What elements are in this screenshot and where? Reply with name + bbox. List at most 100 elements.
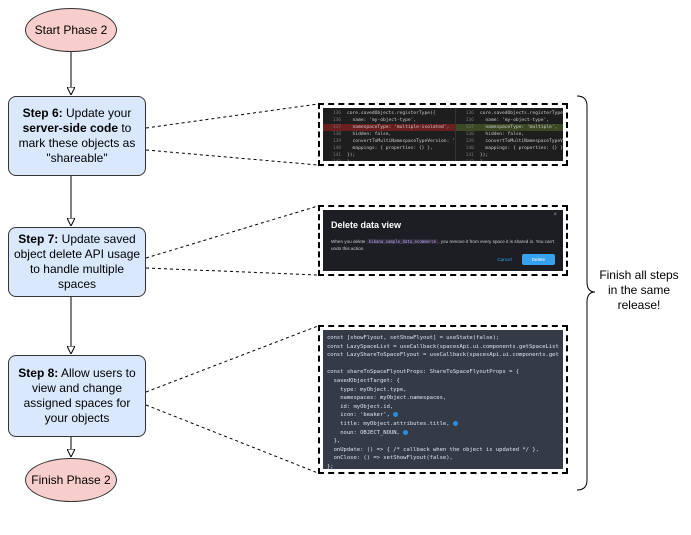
line-text: name: 'my-object-type', xyxy=(347,118,417,123)
line-text: namespaces: myObject.namespaces, xyxy=(327,395,447,402)
code-line: 136 name: 'my-object-type', xyxy=(323,117,455,124)
cancel-button: Cancel xyxy=(497,257,512,262)
line-text: savedObjectTarget: { xyxy=(327,377,400,384)
code-line: 141}); xyxy=(323,152,455,159)
line-text: const LazySpaceList = useCallback(spaces… xyxy=(327,343,559,350)
line-text: mappings: { properties: {} }, xyxy=(479,146,563,151)
line-number: 139 xyxy=(465,139,474,144)
callout-line xyxy=(145,267,319,276)
code-line: onClose: () => setShowFlyout(false), xyxy=(327,454,559,463)
delete-button: Delete xyxy=(521,254,555,265)
finish-node: Finish Phase 2 xyxy=(25,458,117,502)
start-node: Start Phase 2 xyxy=(25,8,117,52)
line-number: 136 xyxy=(465,111,474,116)
code-line: 136 name: 'my-object-type', xyxy=(456,117,563,124)
line-number: 140 xyxy=(465,146,474,151)
curly-brace xyxy=(576,95,596,491)
step-6-text-end: to mark these objects as "shareable" xyxy=(18,121,136,165)
line-text: id: myObject.id, xyxy=(327,403,394,410)
step-7-text: Update saved object delete API usage to … xyxy=(13,232,141,291)
code-line: }, xyxy=(327,437,559,446)
line-text: namespaceType: 'multiple-isolated', xyxy=(347,125,450,130)
dialog-title: Delete data view xyxy=(331,220,402,230)
code-line: onUpdate: () => { /* callback when the o… xyxy=(327,446,559,455)
callout-line xyxy=(145,205,319,259)
line-text: const LazyShareToSpaceFlyout = useCallba… xyxy=(327,352,559,359)
line-number: 136 xyxy=(332,111,341,116)
line-number: 136 xyxy=(465,118,474,123)
code-snippet-screenshot: const [showFlyout, setShowFlyout] = useS… xyxy=(318,325,568,474)
line-text: }; xyxy=(327,463,334,469)
line-number: 138 xyxy=(465,132,474,137)
code-line: 139 convertToMultiNamespaceTypeVersion: … xyxy=(323,138,455,145)
line-text: }); xyxy=(347,153,356,158)
step-7-box: Step 7: Update saved object delete API u… xyxy=(8,227,146,297)
line-text: core.savedObjects.registerType({ xyxy=(347,111,436,116)
callout-line xyxy=(145,404,319,474)
code-line: 142} xyxy=(456,159,563,161)
line-number: 141 xyxy=(332,153,341,158)
code-line: title: myObject.attributes.title, xyxy=(327,420,559,429)
line-number: 137 xyxy=(332,125,341,130)
code-line: }; xyxy=(327,463,559,469)
line-text: } xyxy=(347,159,350,161)
line-number: 141 xyxy=(465,153,474,158)
line-text: noun: OBJECT_NOUN, xyxy=(327,429,400,436)
line-text: const [showFlyout, setShowFlyout] = useS… xyxy=(327,335,500,341)
line-text: }, xyxy=(327,438,341,445)
line-text: } xyxy=(480,159,483,161)
line-text: hidden: false, xyxy=(479,132,525,137)
line-number: 138 xyxy=(332,132,341,137)
line-text: hidden: false, xyxy=(347,132,392,137)
code-line: 139 convertToMultiNamespaceTypeVersion: … xyxy=(456,138,563,145)
code-line: noun: OBJECT_NOUN, xyxy=(327,429,559,438)
code-line: 136 core.savedObjects.registerType({ xyxy=(323,110,455,117)
info-badge-icon xyxy=(393,412,399,418)
line-text: }); xyxy=(479,153,489,158)
code-line: savedObjectTarget: { xyxy=(327,377,559,386)
step-7-label: Step 7: xyxy=(18,232,59,246)
step-6-box: Step 6: Update your server-side code to … xyxy=(8,96,146,176)
line-number: 142 xyxy=(323,159,347,161)
line-number: 142 xyxy=(456,159,480,161)
code-line: 137 namespaceType: 'multiple-isolated', xyxy=(323,124,455,131)
dialog-body-pre: When you delete xyxy=(331,239,367,244)
line-text: namespaceType: 'multiple', xyxy=(479,125,558,130)
step-8-box: Step 8: Allow users to view and change a… xyxy=(8,355,146,437)
dialog-body-post: , you remove it from every space it is s… xyxy=(331,239,555,251)
code-line: 141}); xyxy=(456,152,563,159)
info-badge-icon xyxy=(403,429,409,435)
code-line: type: myObject.type, xyxy=(327,386,559,395)
step-8-text: Allow users to view and change assigned … xyxy=(23,366,136,425)
code-line: const LazyShareToSpaceFlyout = useCallba… xyxy=(327,351,559,360)
code-line: 137 namespaceType: 'multiple', xyxy=(455,124,563,131)
line-number: 137 xyxy=(465,125,474,130)
line-number: 136 xyxy=(332,118,341,123)
close-icon: × xyxy=(553,212,557,218)
code-line: const shareToSpaceFlyoutProps: ShareToSp… xyxy=(327,368,559,377)
code-line: const [showFlyout, setShowFlyout] = useS… xyxy=(327,334,559,343)
dialog-code: kibana_sample_data_ecommerce xyxy=(366,239,439,244)
step-8-label: Step 8: xyxy=(18,366,59,380)
code-line: 140 mappings: { properties: {} }, xyxy=(323,145,455,152)
dialog-body: When you delete kibana_sample_data_ecomm… xyxy=(331,238,555,252)
release-note: Finish all steps in the same release! xyxy=(599,268,679,312)
finish-label: Finish Phase 2 xyxy=(31,473,111,487)
step-6-label: Step 6: xyxy=(22,106,63,120)
code-snippet: const [showFlyout, setShowFlyout] = useS… xyxy=(323,330,563,469)
code-line xyxy=(327,360,559,369)
code-line: const LazySpaceList = useCallback(spaces… xyxy=(327,343,559,352)
delete-dialog: × Delete data view When you delete kiban… xyxy=(323,210,563,271)
line-number: 139 xyxy=(332,139,341,144)
line-number: 140 xyxy=(332,146,341,151)
start-label: Start Phase 2 xyxy=(34,23,108,37)
info-badge-icon xyxy=(452,420,458,426)
line-text: convertToMultiNamespaceTypeVersion: ' xyxy=(347,139,455,144)
